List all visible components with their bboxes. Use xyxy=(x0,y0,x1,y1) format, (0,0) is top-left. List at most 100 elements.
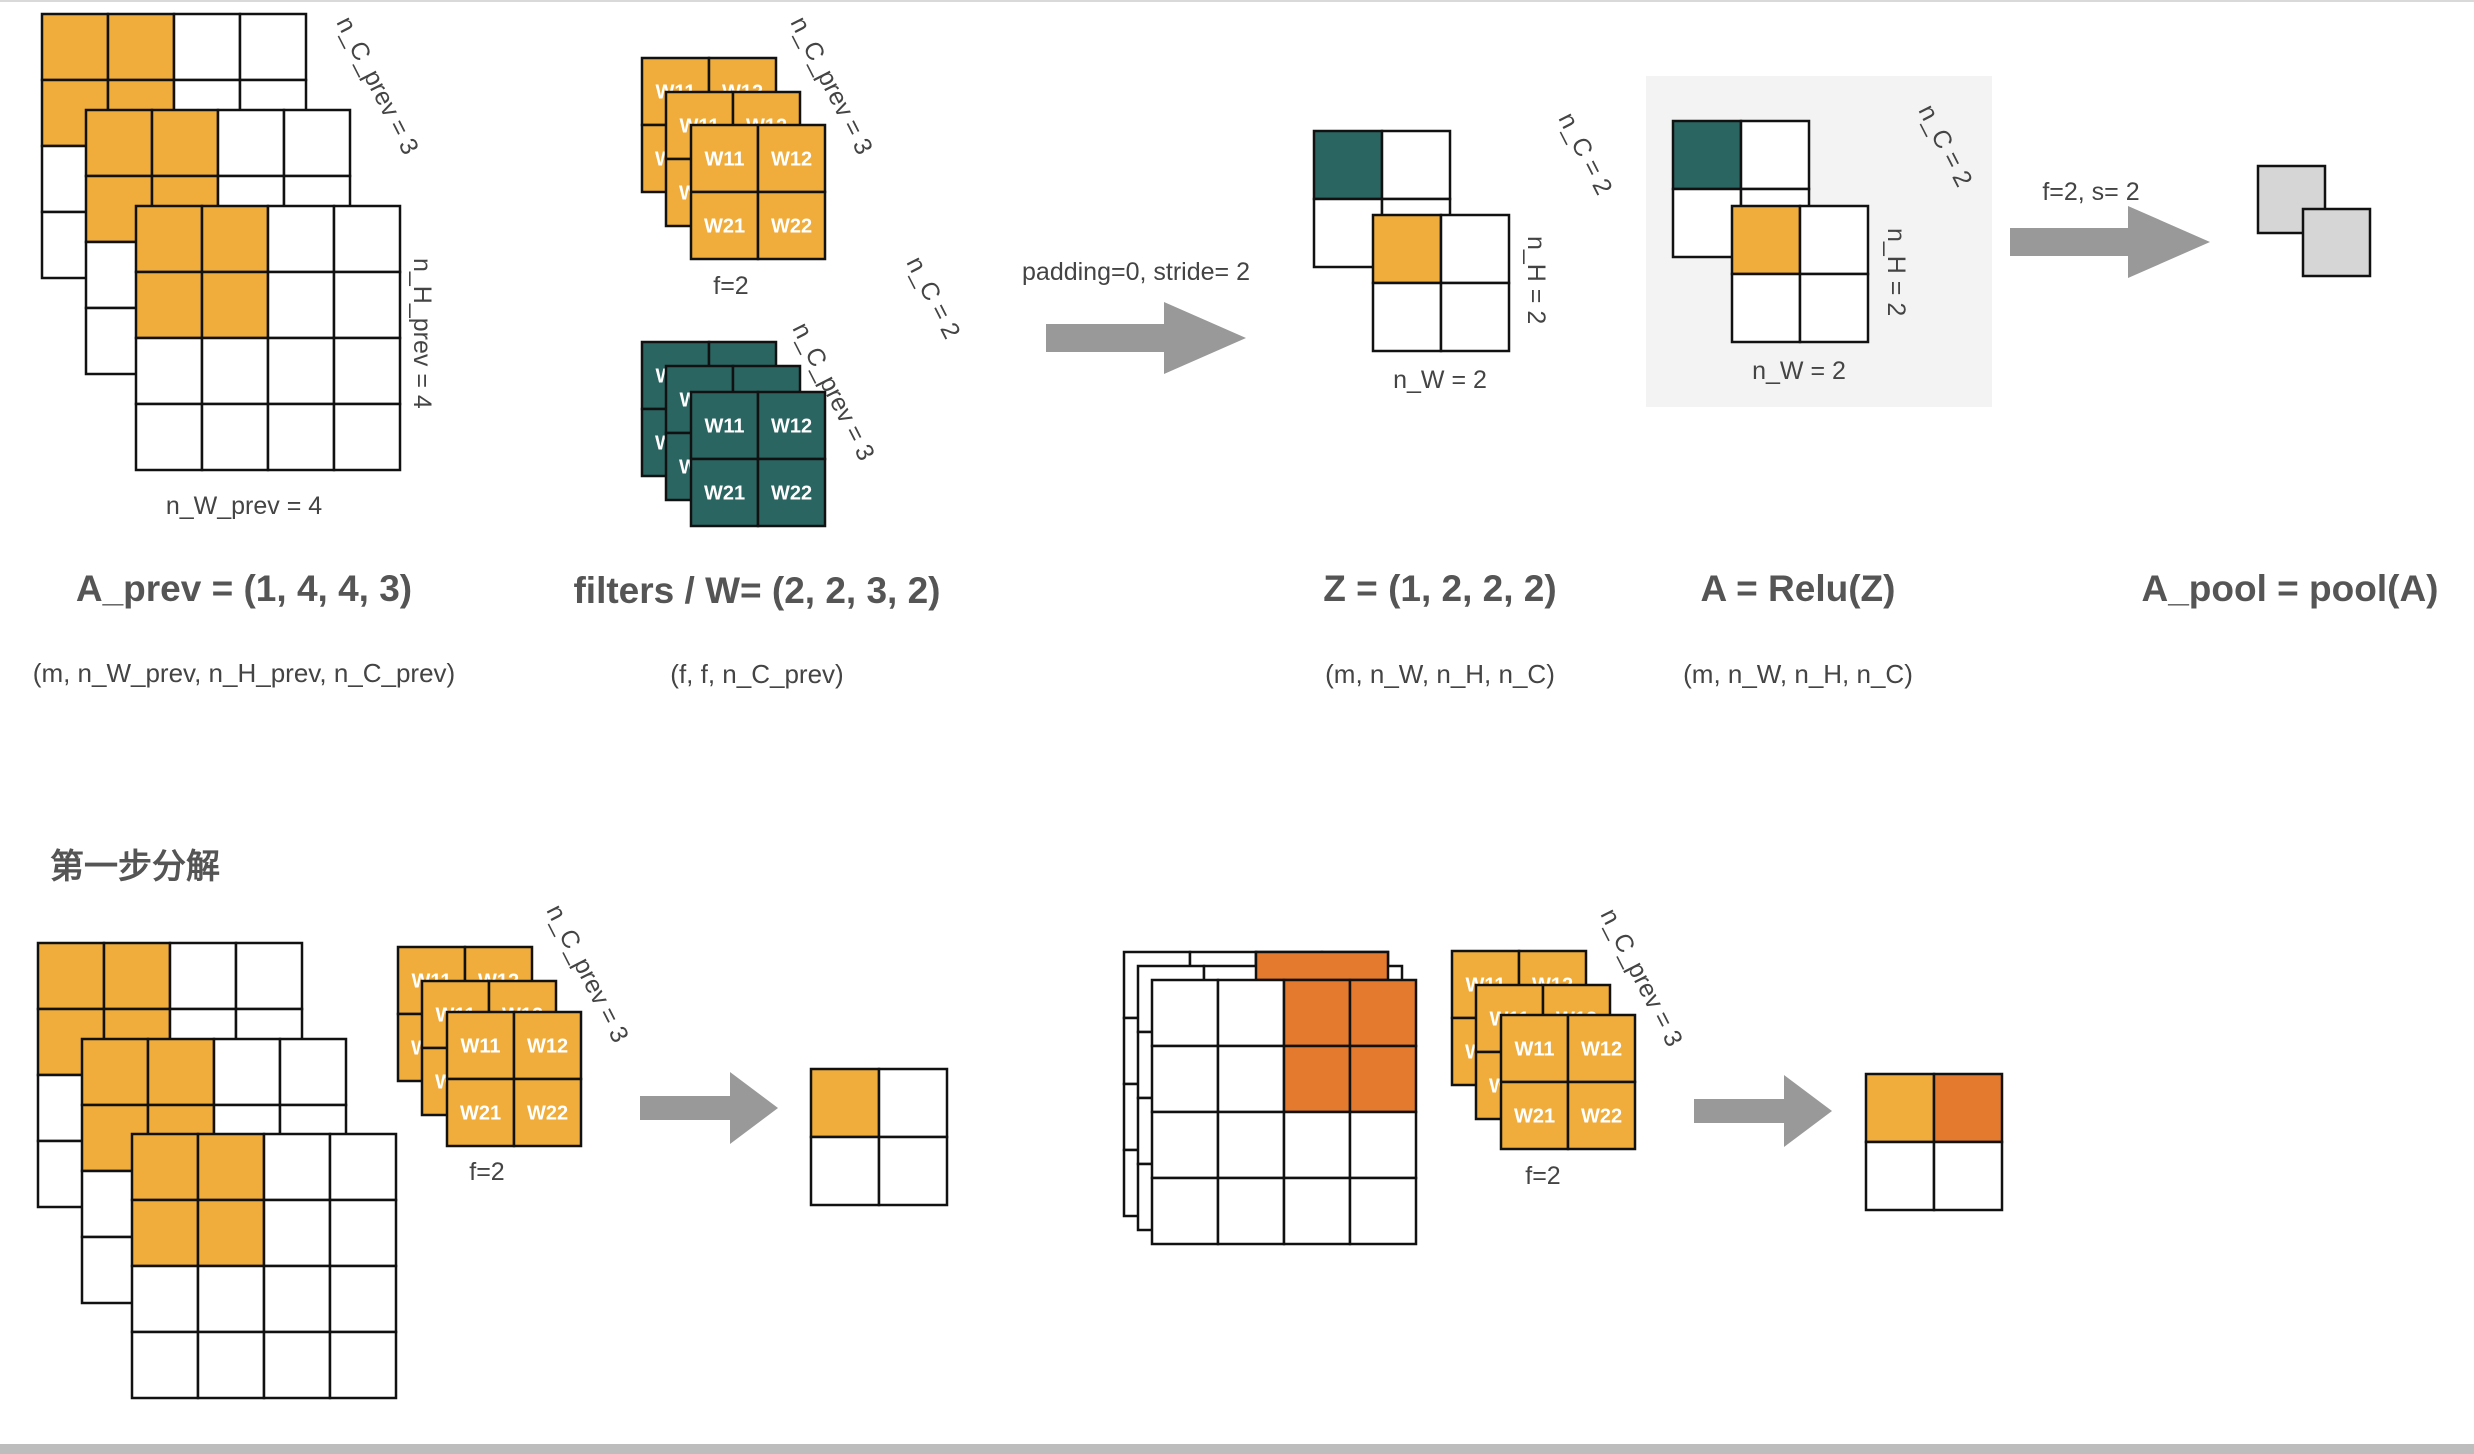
grid-cell xyxy=(200,204,270,274)
filter-stack-orange: W11W12W21W22W11W12W21W22W11W12W21W22 xyxy=(640,56,827,261)
grid-cell xyxy=(1216,1110,1286,1180)
grid-cell xyxy=(262,1198,332,1268)
relu-channel-2 xyxy=(1730,204,1870,344)
filter-cell xyxy=(1566,1013,1637,1084)
grid-cell xyxy=(1150,1176,1220,1246)
filter-weight-label: W22 xyxy=(1581,1106,1622,1128)
grid-cell xyxy=(1380,129,1452,201)
grid-cell xyxy=(1312,129,1384,201)
grid-cell xyxy=(234,941,304,1011)
grid-cell xyxy=(40,12,110,82)
z-height-dim: n_H = 2 xyxy=(1522,236,1550,324)
conv-arrow: padding=0, stride= 2 xyxy=(1022,258,1250,374)
step-right-filter-stack: W11W12W21W22W11W12W21W22W11W12W21W22 xyxy=(1450,949,1637,1151)
filter-weight-label: W11 xyxy=(704,149,744,171)
filter-cell xyxy=(756,390,827,461)
grid-cell xyxy=(134,402,204,472)
grid-cell xyxy=(1439,213,1511,285)
filter-cell xyxy=(512,1010,583,1081)
grid-cell xyxy=(328,1198,398,1268)
pool-block: A_pool = pool(A) xyxy=(2142,164,2439,609)
grid-cell xyxy=(1216,1176,1286,1246)
grid-cell xyxy=(1798,272,1870,344)
grid-cell xyxy=(84,108,154,178)
grid-cell xyxy=(196,1198,266,1268)
filter-weight-label: W21 xyxy=(460,1103,501,1125)
filter-cell xyxy=(445,1010,516,1081)
grid-cell xyxy=(809,1135,881,1207)
grid-cell xyxy=(809,1067,881,1139)
a-prev-height-dim: n_H_prev = 4 xyxy=(408,258,436,409)
grid-cell xyxy=(1439,281,1511,353)
conv-arrow-shape xyxy=(1046,302,1246,374)
grid-cell xyxy=(130,1198,200,1268)
pool-arrow-shape xyxy=(2010,206,2210,278)
filter-weight-label: W12 xyxy=(1581,1039,1622,1061)
grid-cell xyxy=(328,1330,398,1400)
step-left-arrow xyxy=(640,1072,778,1144)
filter-weight-label: W21 xyxy=(704,216,745,238)
step-left-input-layers xyxy=(36,941,398,1400)
filter-cell xyxy=(756,457,827,528)
pool-block-front xyxy=(2301,207,2372,278)
grid-cell xyxy=(1730,272,1802,344)
grid-cell xyxy=(200,270,270,340)
filter-cell xyxy=(1566,1080,1637,1151)
grid-cell xyxy=(172,12,242,82)
filter-weight-label: W12 xyxy=(771,149,812,171)
filter-weight-label: W11 xyxy=(460,1036,500,1058)
filter-cell xyxy=(689,123,760,194)
grid-cell xyxy=(196,1264,266,1334)
grid-cell xyxy=(1798,204,1870,276)
step-left-filter-size: f=2 xyxy=(469,1158,504,1186)
filter-cell xyxy=(756,190,827,261)
step-right-input-layers xyxy=(1122,950,1418,1246)
grid-cell xyxy=(196,1330,266,1400)
a-prev-width-dim: n_W_prev = 4 xyxy=(166,492,322,520)
z-width-dim: n_W = 2 xyxy=(1393,366,1487,394)
step-left-filter-stack: W11W12W21W22W11W12W21W22W11W12W21W22 xyxy=(396,945,583,1148)
grid-cell xyxy=(1864,1072,1936,1144)
grid-cell xyxy=(1282,1110,1352,1180)
filters-title: filters / W= (2, 2, 3, 2) xyxy=(573,570,940,611)
grid-cell xyxy=(1348,978,1418,1048)
grid-cell xyxy=(238,12,308,82)
grid-cell xyxy=(1348,1176,1418,1246)
grid-cell xyxy=(262,1132,332,1202)
grid-cell xyxy=(130,1264,200,1334)
filter-cell xyxy=(445,1077,516,1148)
pool-block-back xyxy=(2256,164,2327,235)
filter-weight-label: W12 xyxy=(771,416,812,438)
grid-cell xyxy=(877,1067,949,1139)
z-channel-2 xyxy=(1371,213,1511,353)
grid-cell xyxy=(1371,213,1443,285)
step-right-layer-3 xyxy=(1150,978,1418,1246)
grid-cell xyxy=(266,336,336,406)
grid-cell xyxy=(80,1037,150,1107)
step-right-output-grid xyxy=(1864,1072,2004,1212)
filters-block: W11W12W21W22W11W12W21W22W11W12W21W22 W11… xyxy=(573,12,965,689)
grid-cell xyxy=(150,108,220,178)
grid-cell xyxy=(266,270,336,340)
grid-cell xyxy=(328,1132,398,1202)
grid-cell xyxy=(1739,119,1811,191)
filter-weight-label: W11 xyxy=(1514,1039,1554,1061)
step-right: W11W12W21W22W11W12W21W22W11W12W21W22 n_C… xyxy=(1122,904,2004,1246)
a-prev-block: n_C_prev = 3 n_H_prev = 4 n_W_prev = 4 A… xyxy=(33,12,455,688)
filter-cell xyxy=(689,390,760,461)
grid-cell xyxy=(1371,281,1443,353)
grid-cell xyxy=(1150,978,1220,1048)
z-channel-dim: n_C = 2 xyxy=(1553,108,1618,199)
grid-cell xyxy=(134,336,204,406)
grid-cell xyxy=(200,402,270,472)
step-left-layer-3 xyxy=(130,1132,398,1400)
grid-cell xyxy=(1932,1140,2004,1212)
top-border xyxy=(0,0,2474,2)
back-layer-highlight xyxy=(1254,950,1390,982)
filter-weight-label: W22 xyxy=(527,1103,568,1125)
grid-cell xyxy=(102,941,172,1011)
filter-cell xyxy=(756,123,827,194)
filter-weight-label: W12 xyxy=(527,1036,568,1058)
